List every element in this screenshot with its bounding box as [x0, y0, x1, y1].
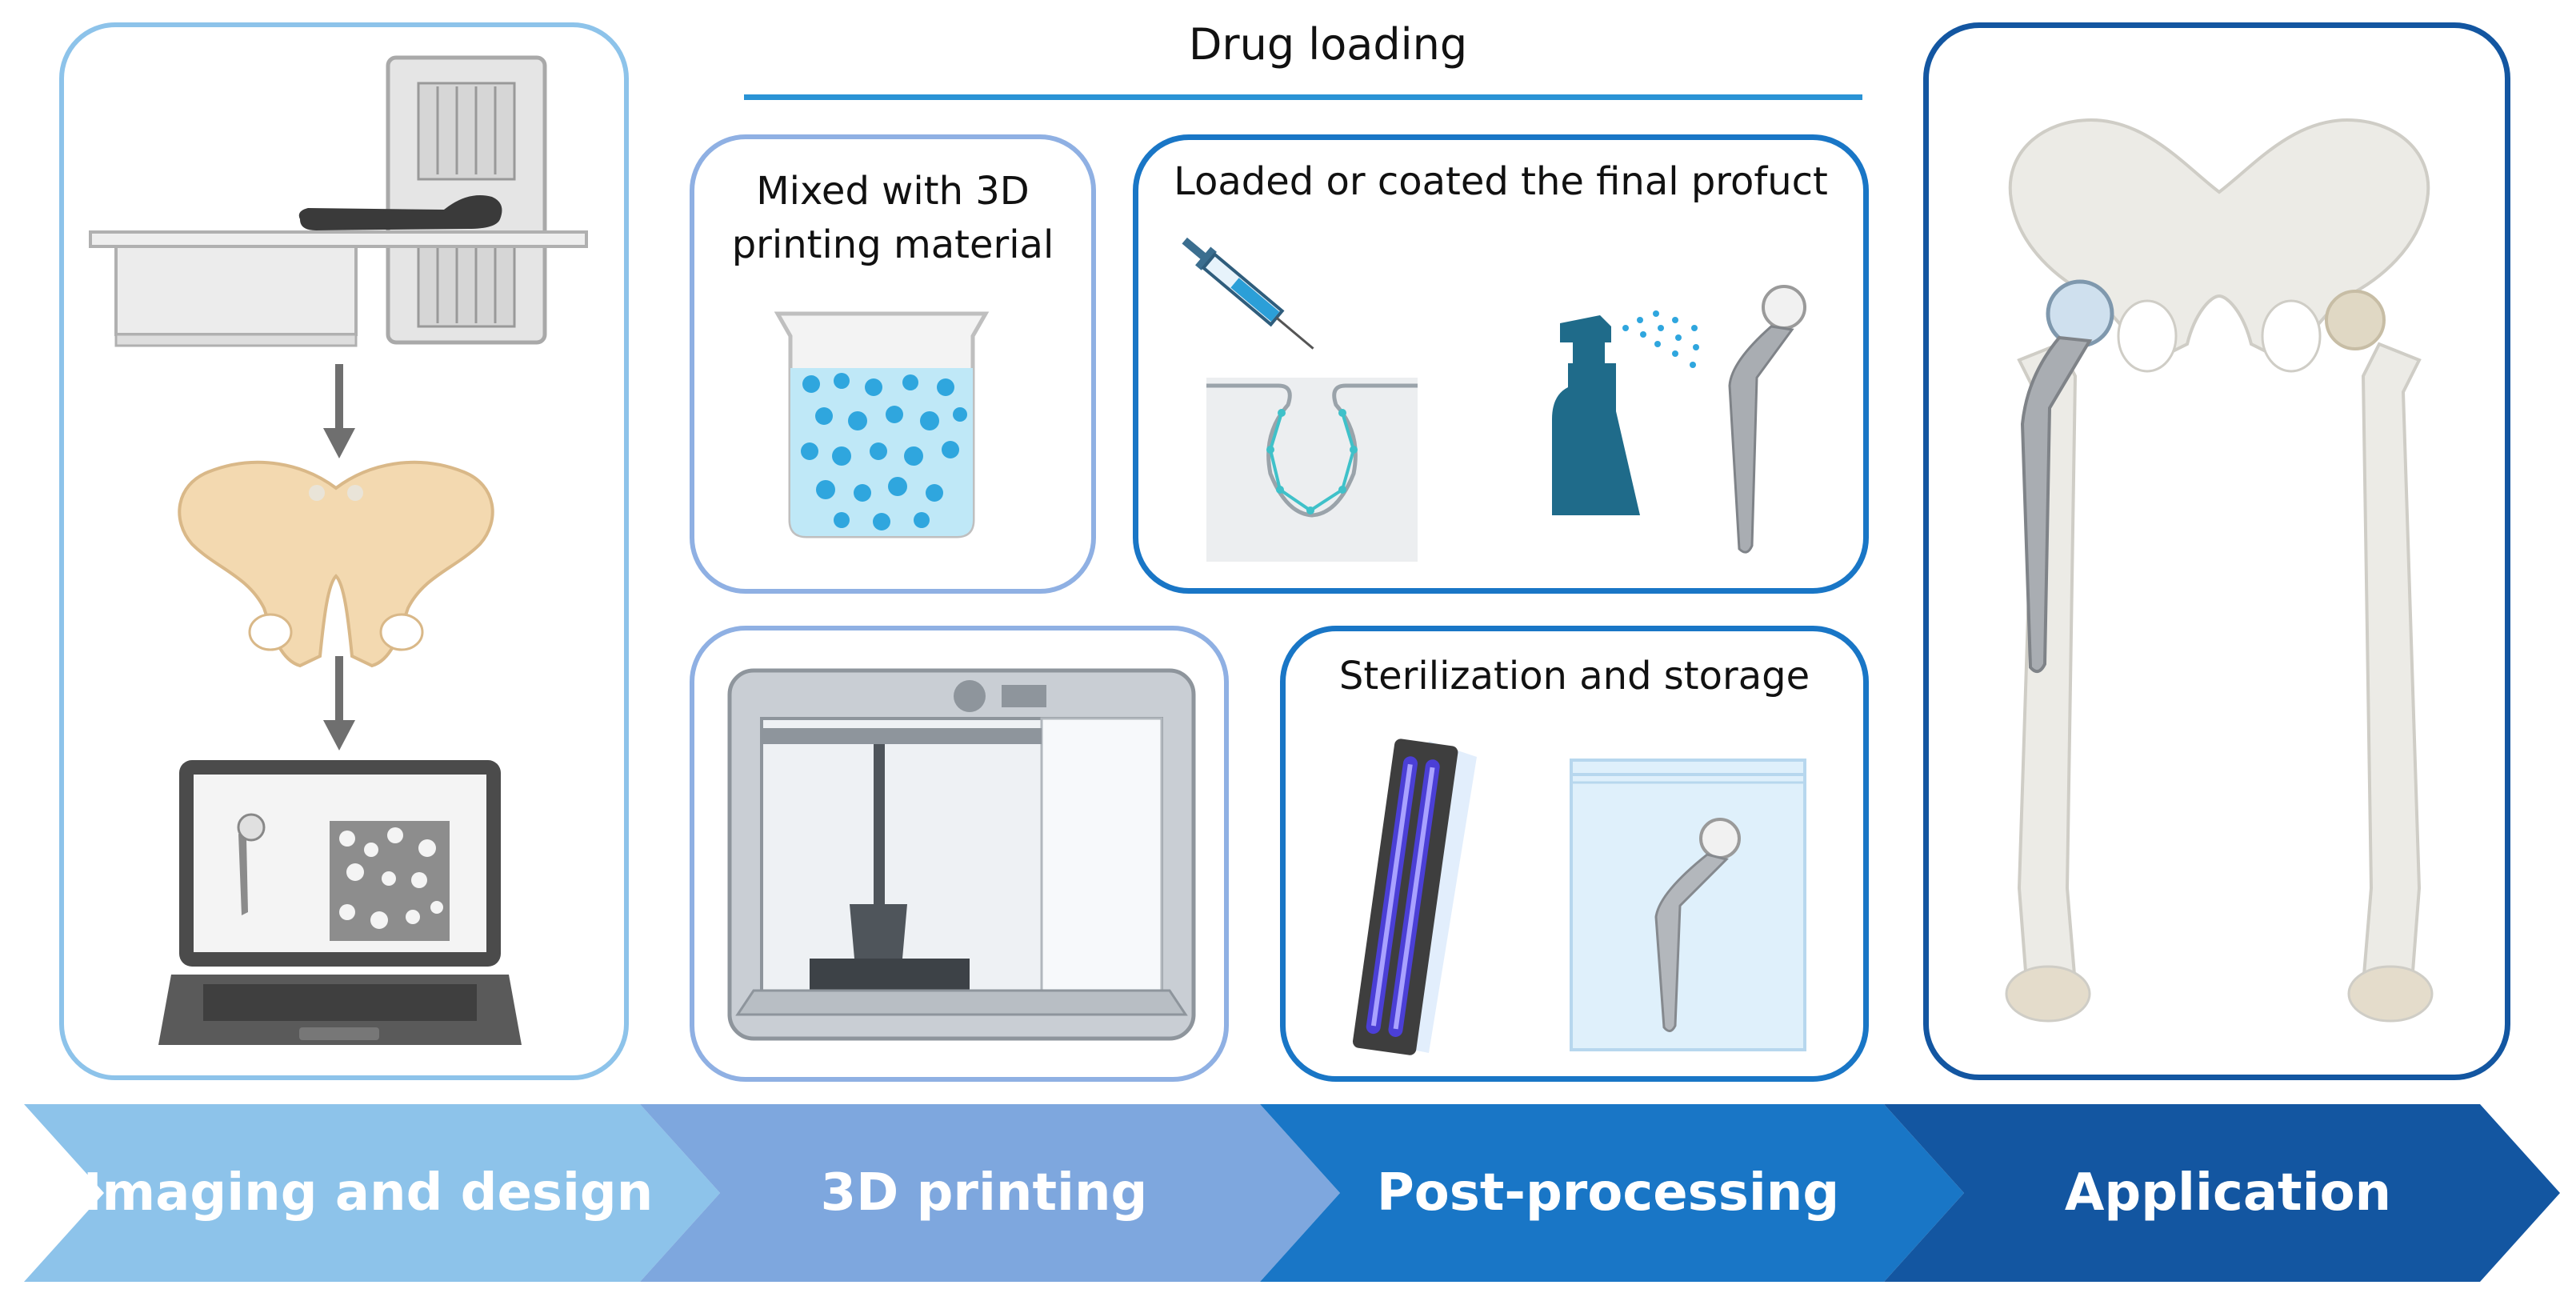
- stage-label-printing: 3D printing: [820, 1163, 1148, 1223]
- ct-scanner-icon: [89, 55, 588, 347]
- storage-bag-icon: [1570, 759, 1806, 1051]
- spray-bottle-icon: [1552, 310, 1699, 515]
- stage-chevron-printing: [640, 1104, 1340, 1282]
- stage-banner: [24, 1104, 2560, 1282]
- stage-chevron-imaging: [24, 1104, 720, 1282]
- hip-skeleton-icon: [2005, 118, 2434, 1023]
- drug-loading-title: Drug loading: [1188, 19, 1468, 70]
- beaker-icon: [774, 311, 990, 538]
- stage-chevron-application: [1884, 1104, 2560, 1282]
- stage-label-imaging: Imaging and design: [82, 1163, 654, 1223]
- uv-lamp-icon: [1352, 739, 1477, 1055]
- stage-chevron-postprocessing: [1260, 1104, 1964, 1282]
- mixed-material-label: Mixed with 3D printing material: [699, 165, 1086, 272]
- loaded-coated-label: Loaded or coated the final profuct: [1174, 159, 1828, 204]
- drug-loading-rule: [744, 94, 1862, 100]
- hip-implant-icon: [1728, 285, 1806, 554]
- arrow-down-icon: [323, 364, 355, 458]
- syringe-icon: [1182, 237, 1314, 350]
- pelvis-icon: [178, 460, 494, 668]
- mixed-material-line1: Mixed with 3D: [756, 169, 1030, 214]
- laptop-icon: [158, 760, 522, 1045]
- 3d-printer-icon: [727, 668, 1196, 1041]
- stage-label-postprocessing: Post-processing: [1376, 1163, 1840, 1223]
- arrow-down-icon: [323, 656, 355, 751]
- stage-label-application: Application: [2064, 1163, 2392, 1223]
- coated-surface-icon: [1206, 378, 1418, 562]
- mixed-material-line2: printing material: [731, 222, 1054, 268]
- sterilization-label: Sterilization and storage: [1338, 654, 1810, 699]
